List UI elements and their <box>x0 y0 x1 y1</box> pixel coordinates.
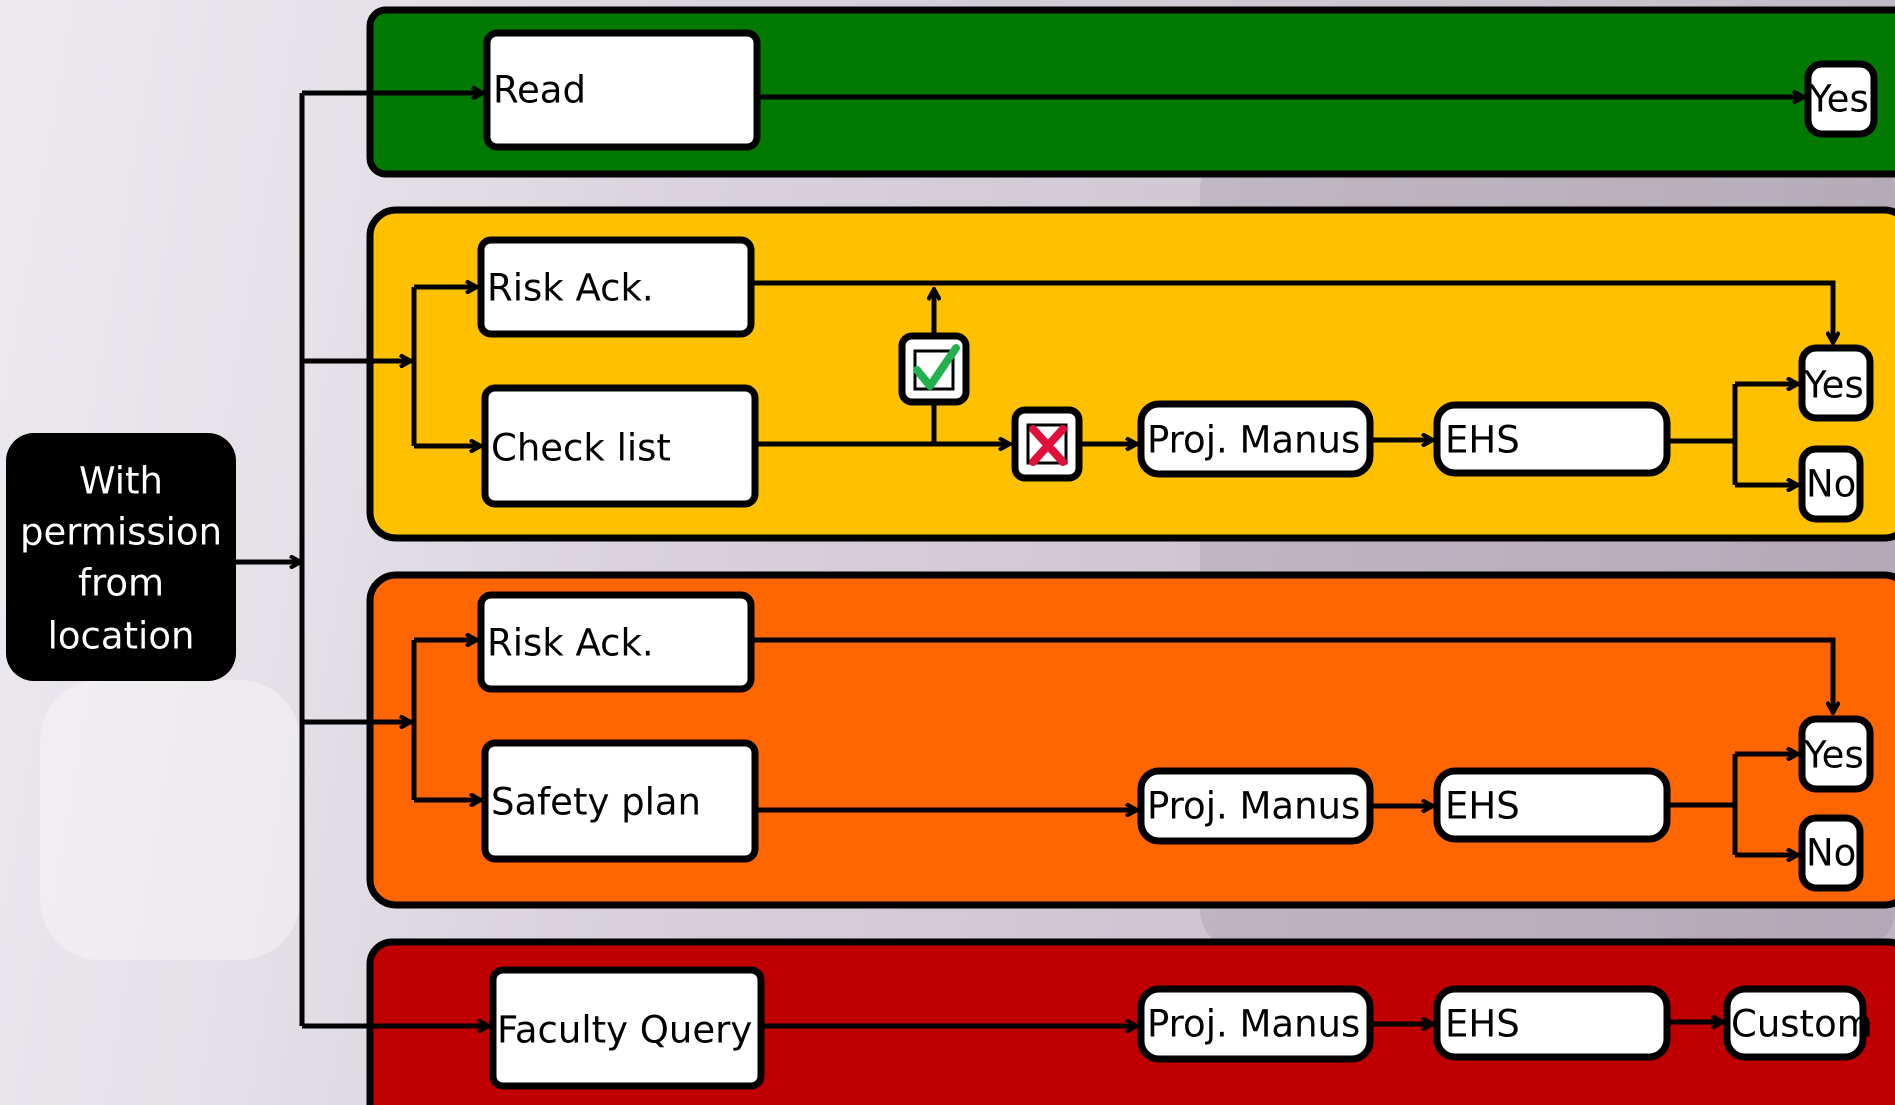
x-mark-icon <box>1011 406 1083 482</box>
orange-yes-label: Yes <box>1803 734 1864 777</box>
yellow-yes-label: Yes <box>1803 364 1864 407</box>
safety-plan-label: Safety plan <box>491 781 701 824</box>
red-ehs-label: EHS <box>1445 1003 1520 1046</box>
orange-yes-box <box>1798 715 1874 793</box>
red-pm-label: Proj. Manus <box>1147 1003 1360 1046</box>
source-line-3: from <box>78 562 164 605</box>
green-yes-label: Yes <box>1808 78 1869 121</box>
faculty-query-label: Faculty Query <box>497 1009 752 1052</box>
source-line-4: location <box>48 615 195 658</box>
yellow-pm-label: Proj. Manus <box>1147 419 1360 462</box>
green-yes-box <box>1804 60 1878 138</box>
read-label: Read <box>493 69 586 112</box>
orange-no-box <box>1798 814 1864 892</box>
custom-box <box>1723 985 1867 1061</box>
checkmark-icon <box>898 332 970 406</box>
custom-label: Custom <box>1731 1003 1873 1046</box>
source-line-1: With <box>79 460 163 503</box>
orange-ehs-label: EHS <box>1445 785 1520 828</box>
yellow-risk-ack-label: Risk Ack. <box>487 267 654 310</box>
checklist-label: Check list <box>491 427 671 470</box>
source-line-2: permission <box>20 511 222 554</box>
safety-plan-box <box>481 739 759 863</box>
yellow-ehs-label: EHS <box>1445 419 1520 462</box>
orange-no-label: No <box>1806 832 1856 875</box>
yellow-yes-box <box>1798 344 1874 422</box>
background-shape <box>40 680 300 960</box>
yellow-risk-ack-box <box>477 236 755 338</box>
yellow-no-box <box>1798 445 1864 523</box>
orange-risk-to-yes <box>751 637 1833 712</box>
yellow-risk-to-yes <box>751 280 1833 342</box>
read-box <box>483 29 761 151</box>
orange-pm-label: Proj. Manus <box>1147 785 1360 828</box>
source-box <box>6 433 236 681</box>
orange-risk-ack-label: Risk Ack. <box>487 622 654 665</box>
yellow-no-label: No <box>1806 463 1856 506</box>
